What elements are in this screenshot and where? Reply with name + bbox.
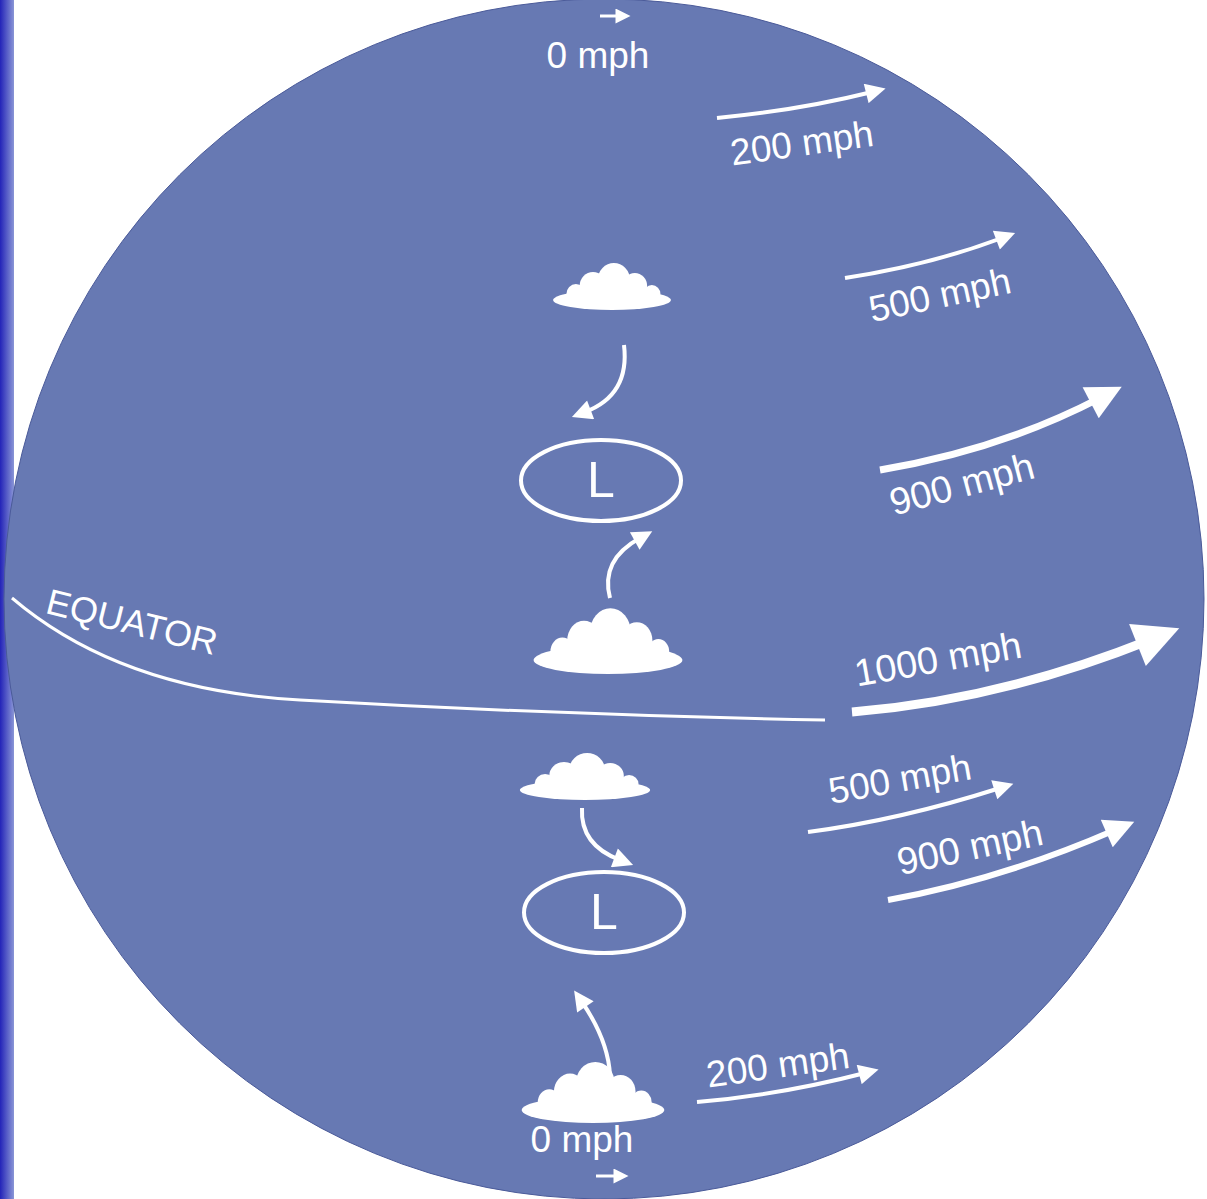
speed-label: 900 mph xyxy=(885,446,1039,525)
speed-label: 0 mph xyxy=(547,36,650,77)
speed-label: 0 mph xyxy=(531,1120,634,1161)
speed-label: 500 mph xyxy=(865,261,1014,331)
globe xyxy=(4,0,1204,1199)
speed-label: 200 mph xyxy=(728,114,876,174)
low-pressure-ellipse: L xyxy=(519,438,683,523)
speed-label: 500 mph xyxy=(826,747,975,812)
pressure-letter: L xyxy=(587,455,615,505)
cloud-arrows xyxy=(582,345,640,1075)
equator-label: EQUATOR xyxy=(42,582,221,663)
clouds xyxy=(520,263,683,1123)
pressure-letter: L xyxy=(590,887,618,937)
speed-label: 900 mph xyxy=(893,812,1046,884)
low-pressure-ellipse: L xyxy=(522,870,686,955)
speed-arrows xyxy=(596,16,1150,1176)
speed-label: 200 mph xyxy=(704,1036,852,1096)
speed-label: 1000 mph xyxy=(851,625,1025,696)
